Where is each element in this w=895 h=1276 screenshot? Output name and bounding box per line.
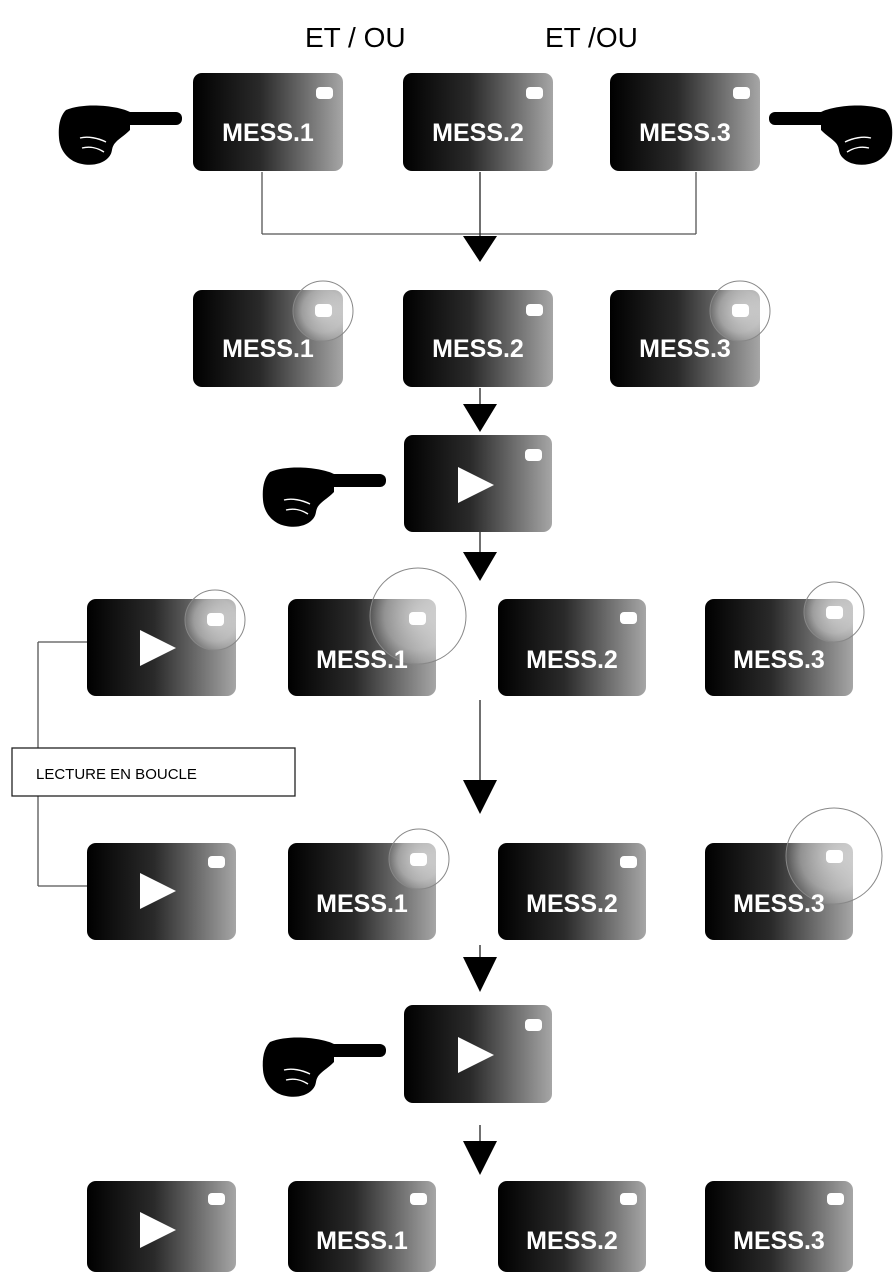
button-label: MESS.1 xyxy=(316,1227,408,1255)
led-indicator-icon xyxy=(525,1019,542,1031)
play-icon xyxy=(458,467,494,503)
button-label: MESS.2 xyxy=(526,890,618,918)
led-indicator-icon xyxy=(315,304,332,317)
mess1-button[interactable]: MESS.1 xyxy=(288,828,450,940)
button-label: MESS.3 xyxy=(639,119,731,147)
button-label: MESS.2 xyxy=(432,335,524,363)
mess3-button[interactable]: MESS.3 xyxy=(610,280,771,387)
header-et-ou-right: ET /OU xyxy=(545,22,638,53)
play-icon xyxy=(458,1037,494,1073)
led-indicator-icon xyxy=(620,1193,637,1205)
play-button[interactable] xyxy=(404,1005,552,1103)
arrow-down-icon xyxy=(463,780,497,814)
arrow-down-icon xyxy=(463,957,497,992)
play-icon xyxy=(140,1212,176,1248)
mess1-button[interactable]: MESS.1 xyxy=(288,1181,436,1272)
arrow-down-icon xyxy=(463,1141,497,1175)
mess1-button[interactable]: MESS.1 xyxy=(193,73,343,171)
led-indicator-icon xyxy=(208,856,225,868)
mess2-button[interactable]: MESS.2 xyxy=(498,1181,646,1272)
mess1-button[interactable]: MESS.1 xyxy=(288,567,467,696)
mess3-button[interactable]: MESS.3 xyxy=(705,581,865,696)
arrow-down-icon xyxy=(463,236,497,262)
led-indicator-icon xyxy=(620,856,637,868)
pointing-hand-icon xyxy=(58,105,182,165)
led-indicator-icon xyxy=(827,1193,844,1205)
pointing-hand-icon xyxy=(262,1037,386,1097)
mess3-button[interactable]: MESS.3 xyxy=(610,73,760,171)
mess1-button[interactable]: MESS.1 xyxy=(193,280,354,387)
button-label: MESS.1 xyxy=(316,890,408,918)
merge-connector xyxy=(261,172,697,235)
button-label: MESS.1 xyxy=(222,335,314,363)
button-label: MESS.3 xyxy=(639,335,731,363)
mess3-button[interactable]: MESS.3 xyxy=(705,807,883,940)
led-indicator-icon xyxy=(733,87,750,99)
button-label: MESS.3 xyxy=(733,1227,825,1255)
button-label: MESS.2 xyxy=(526,1227,618,1255)
led-indicator-icon xyxy=(410,853,427,866)
led-indicator-icon xyxy=(525,449,542,461)
mess3-button[interactable]: MESS.3 xyxy=(705,1181,853,1272)
loop-label: LECTURE EN BOUCLE xyxy=(36,766,197,783)
led-indicator-icon xyxy=(526,304,543,316)
led-indicator-icon xyxy=(409,612,426,625)
mess2-button[interactable]: MESS.2 xyxy=(403,73,553,171)
mess2-button[interactable]: MESS.2 xyxy=(498,843,646,940)
led-indicator-icon xyxy=(526,87,543,99)
play-button[interactable] xyxy=(404,435,552,532)
button-label: MESS.3 xyxy=(733,646,825,674)
play-button[interactable] xyxy=(87,1181,236,1272)
play-button[interactable] xyxy=(87,843,236,940)
play-icon xyxy=(140,873,176,909)
button-label: MESS.3 xyxy=(733,890,825,918)
pointing-hand-icon xyxy=(769,105,893,165)
play-icon xyxy=(140,630,176,666)
button-label: MESS.2 xyxy=(526,646,618,674)
loop-label-box xyxy=(11,747,296,797)
arrow-down-icon xyxy=(463,552,497,581)
mess2-button[interactable]: MESS.2 xyxy=(403,290,553,387)
led-indicator-icon xyxy=(207,613,224,626)
led-indicator-icon xyxy=(410,1193,427,1205)
led-indicator-icon xyxy=(316,87,333,99)
led-indicator-icon xyxy=(620,612,637,624)
pointing-hand-icon xyxy=(262,467,386,527)
led-indicator-icon xyxy=(732,304,749,317)
mess2-button[interactable]: MESS.2 xyxy=(498,599,646,696)
led-indicator-icon xyxy=(826,606,843,619)
led-indicator-icon xyxy=(208,1193,225,1205)
button-label: MESS.1 xyxy=(316,646,408,674)
header-et-ou-left: ET / OU xyxy=(305,22,406,53)
arrow-down-icon xyxy=(463,404,497,432)
button-label: MESS.1 xyxy=(222,119,314,147)
led-indicator-icon xyxy=(826,850,843,863)
flow-arrows xyxy=(463,172,497,1175)
play-button[interactable] xyxy=(87,589,246,696)
button-label: MESS.2 xyxy=(432,119,524,147)
